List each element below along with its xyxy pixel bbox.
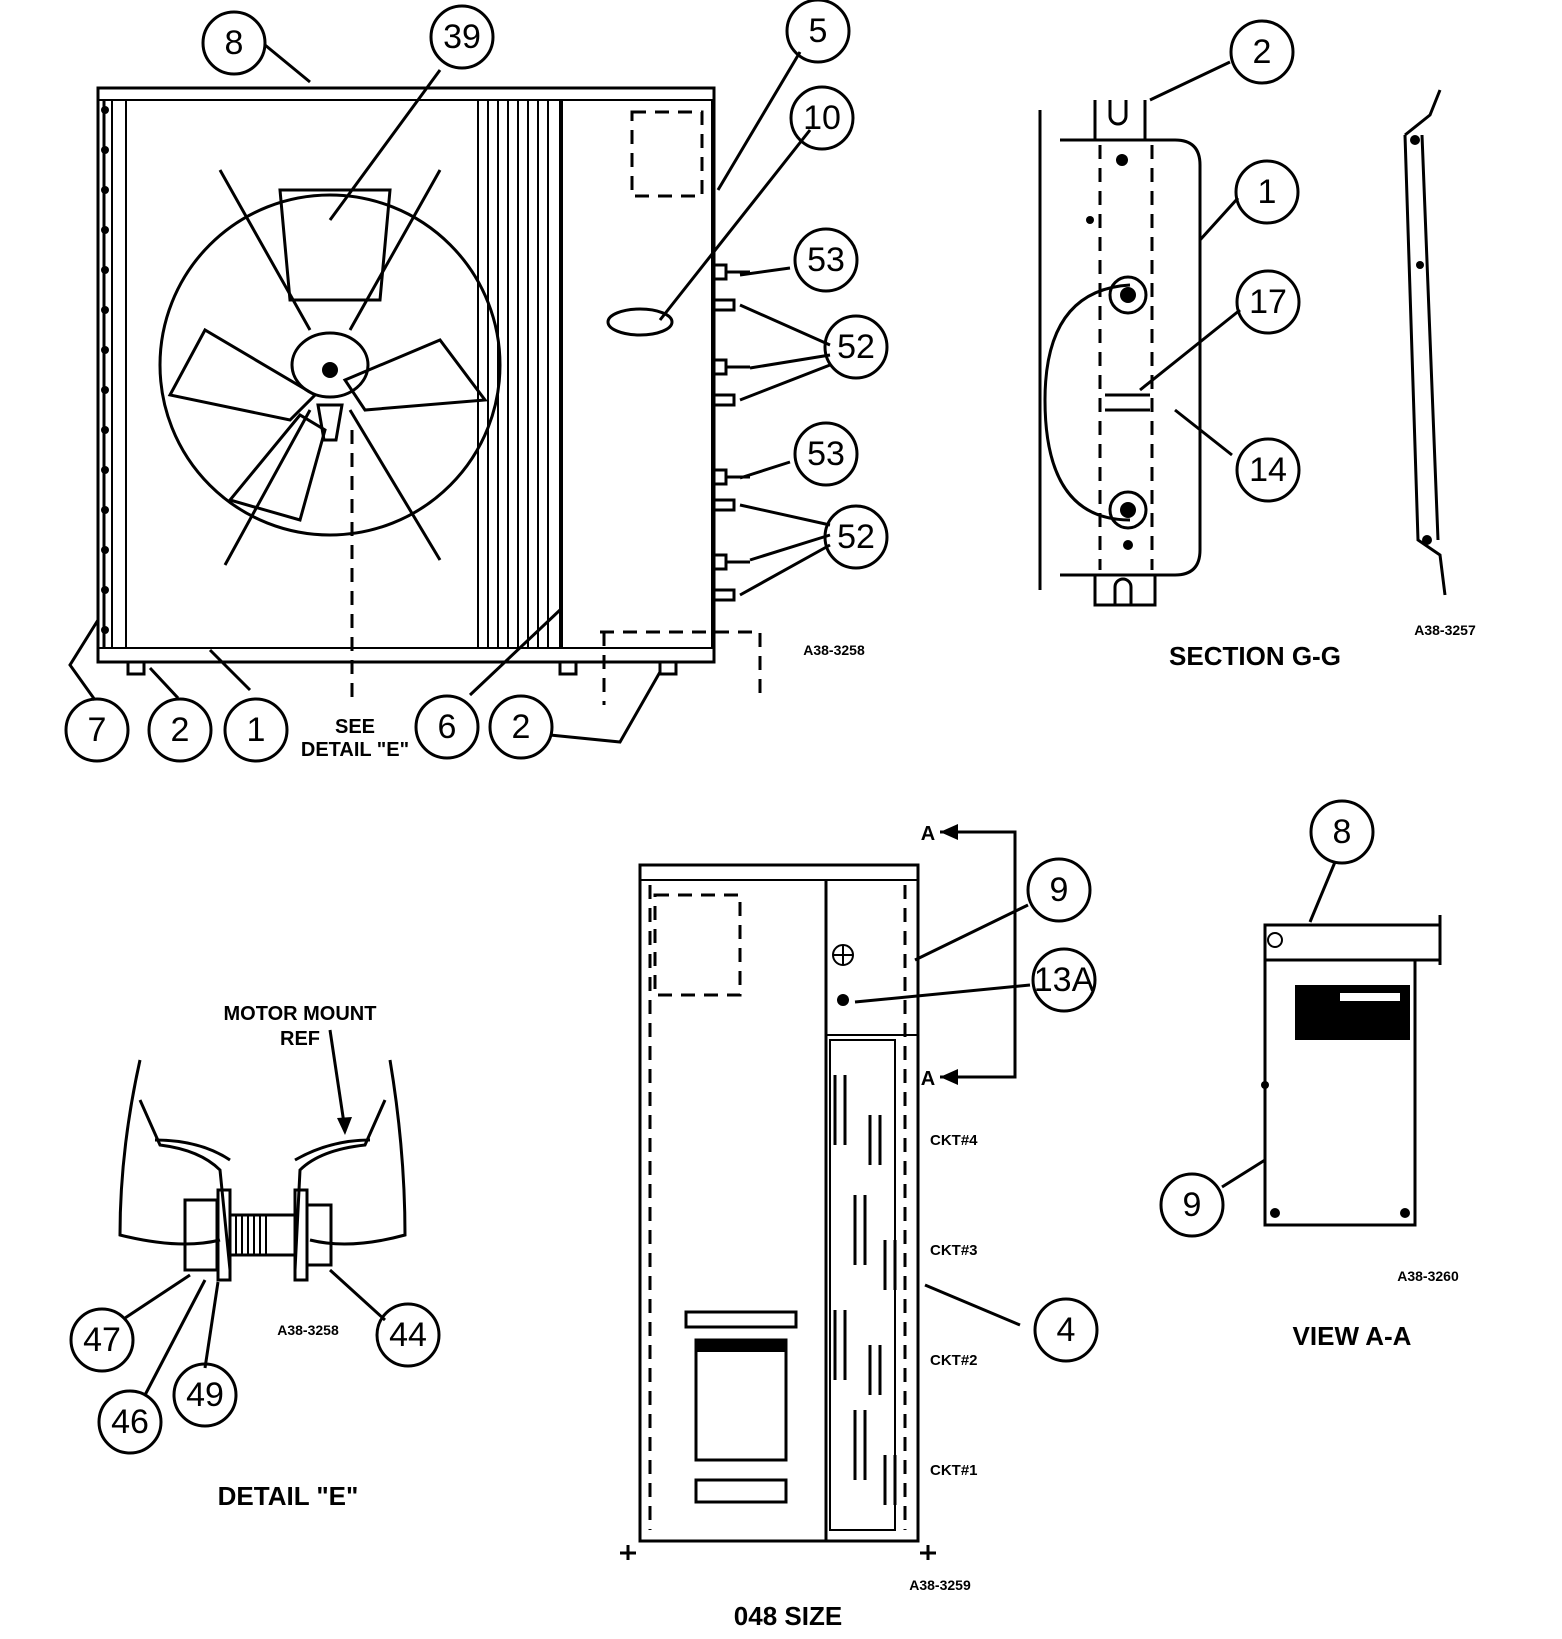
service-valves xyxy=(833,1075,897,1505)
condenser-coil xyxy=(477,99,561,649)
callout: 5 xyxy=(785,0,851,64)
svg-text:53: 53 xyxy=(807,241,845,279)
circuit-label: CKT#1 xyxy=(930,1462,978,1479)
svg-text:2: 2 xyxy=(512,708,531,746)
svg-text:2: 2 xyxy=(1253,33,1272,71)
svg-text:10: 10 xyxy=(803,99,841,137)
unit-side-panel xyxy=(638,863,920,1543)
detail-caption: DETAIL "E" xyxy=(218,1481,359,1511)
callout: 52 xyxy=(823,504,889,570)
callout: 6 xyxy=(414,694,480,760)
drawing-code: A38-3258 xyxy=(803,642,865,658)
svg-text:13A: 13A xyxy=(1034,961,1095,999)
threaded-stud xyxy=(228,1213,297,1257)
circuit-label: CKT#3 xyxy=(930,1242,978,1259)
svg-text:17: 17 xyxy=(1249,283,1287,321)
svg-text:52: 52 xyxy=(837,328,875,366)
compressor-bracket xyxy=(1038,110,1202,590)
see-detail-label: DETAIL "E" xyxy=(301,739,409,761)
view-aa: 8 9 A38-3260 VIEW A-A xyxy=(1159,799,1459,1351)
callout: 47 xyxy=(69,1307,135,1373)
main-unit-view: 8 39 5 10 53 52 53 52 7 2 1 6 2 SEE DETA… xyxy=(64,0,889,763)
logo-badge xyxy=(606,307,674,337)
side-bracket xyxy=(1403,89,1447,596)
size-048-view: A A CKT#4 CKT#3 CKT#2 CKT#1 9 13A 4 A38-… xyxy=(620,823,1099,1631)
callout: 4 xyxy=(1033,1297,1099,1363)
callout: 53 xyxy=(793,227,859,293)
svg-text:44: 44 xyxy=(389,1316,427,1354)
callout: 8 xyxy=(1309,799,1375,865)
section-marker: A xyxy=(921,823,935,845)
callout: 9 xyxy=(1159,1172,1225,1238)
condenser-fan xyxy=(158,193,502,537)
left-coil-guard xyxy=(101,100,113,648)
svg-text:49: 49 xyxy=(186,1376,224,1414)
drawing-code: A38-3258 xyxy=(277,1322,339,1338)
circuit-label: CKT#2 xyxy=(930,1352,978,1369)
motor-mount-ref-label: REF xyxy=(280,1028,320,1050)
callout: 13A xyxy=(1031,947,1097,1013)
svg-text:1: 1 xyxy=(247,711,266,749)
svg-text:46: 46 xyxy=(111,1403,149,1441)
callout: 14 xyxy=(1235,437,1301,503)
callout: 9 xyxy=(1026,857,1092,923)
svg-text:39: 39 xyxy=(443,18,481,56)
callout: 10 xyxy=(789,85,855,151)
callout: 1 xyxy=(223,697,289,763)
svg-text:4: 4 xyxy=(1057,1311,1076,1349)
svg-text:52: 52 xyxy=(837,518,875,556)
unit-cabinet xyxy=(96,86,716,664)
callout: 2 xyxy=(147,697,213,763)
svg-text:1: 1 xyxy=(1258,173,1277,211)
section-caption: SECTION G-G xyxy=(1169,641,1341,671)
callout: 17 xyxy=(1235,269,1301,335)
drawing-code: A38-3257 xyxy=(1414,622,1476,638)
access-panel xyxy=(561,99,713,649)
svg-text:9: 9 xyxy=(1183,1186,1202,1224)
service-valves xyxy=(712,263,750,602)
size-caption: 048 SIZE xyxy=(734,1601,842,1631)
callout: 39 xyxy=(429,4,495,70)
drawing-code: A38-3259 xyxy=(909,1577,971,1593)
svg-text:8: 8 xyxy=(1333,813,1352,851)
circuit-label: CKT#4 xyxy=(930,1132,978,1149)
hex-nut xyxy=(183,1198,219,1272)
svg-text:5: 5 xyxy=(809,12,828,50)
callout: 44 xyxy=(375,1302,441,1368)
svg-text:9: 9 xyxy=(1050,871,1069,909)
callout: 2 xyxy=(488,694,554,760)
motor-mount-ref-label: MOTOR MOUNT xyxy=(224,1003,377,1025)
detail-e-view: MOTOR MOUNT REF 47 46 49 44 A38-3258 DET… xyxy=(69,1003,441,1511)
svg-text:47: 47 xyxy=(83,1321,121,1359)
callout: 7 xyxy=(64,697,130,763)
callout: 1 xyxy=(1234,159,1300,225)
svg-text:2: 2 xyxy=(171,711,190,749)
svg-text:14: 14 xyxy=(1249,451,1287,489)
callout: 53 xyxy=(793,421,859,487)
see-detail-label: SEE xyxy=(335,716,375,738)
svg-text:6: 6 xyxy=(438,708,457,746)
callout: 46 xyxy=(97,1389,163,1455)
view-caption: VIEW A-A xyxy=(1293,1321,1412,1351)
callout: 52 xyxy=(823,314,889,380)
svg-text:8: 8 xyxy=(225,24,244,62)
section-gg-view: 2 1 17 14 SECTION G-G A38-3257 xyxy=(1038,19,1476,671)
callout: 8 xyxy=(201,10,267,76)
svg-text:53: 53 xyxy=(807,435,845,473)
section-marker: A xyxy=(921,1068,935,1090)
callout: 49 xyxy=(172,1362,238,1428)
svg-text:7: 7 xyxy=(88,711,107,749)
drawing-code: A38-3260 xyxy=(1397,1268,1459,1284)
callout: 2 xyxy=(1229,19,1295,85)
